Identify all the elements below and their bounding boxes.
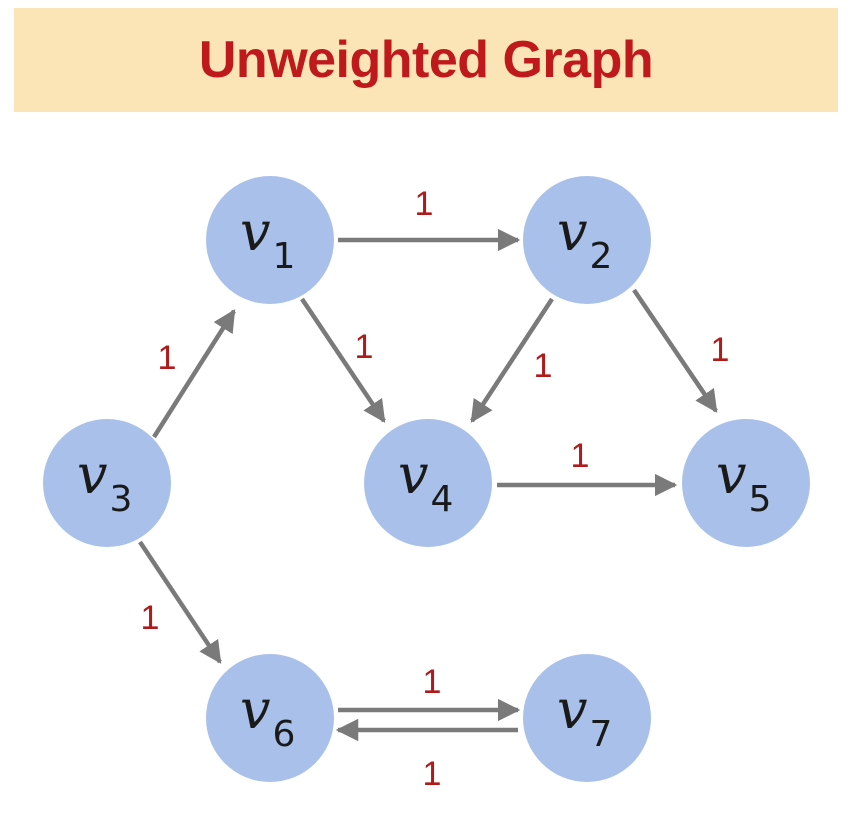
node-index: 4 bbox=[431, 479, 454, 520]
edge-weight-v2-v5: 1 bbox=[711, 331, 730, 369]
edge-v2-v4 bbox=[470, 297, 554, 423]
title-banner: Unweighted Graph bbox=[14, 8, 838, 112]
node-v1: v1 bbox=[206, 176, 334, 304]
node-label-v2: v2 bbox=[557, 200, 612, 277]
edge-weight-v1-v2: 1 bbox=[415, 185, 434, 223]
edge-v1-v4 bbox=[300, 297, 386, 423]
node-letter: v bbox=[240, 678, 271, 741]
node-letter: v bbox=[398, 443, 429, 506]
node-index: 6 bbox=[273, 714, 296, 755]
node-circle-v2 bbox=[523, 176, 651, 304]
edge-weight-v3-v1: 1 bbox=[158, 339, 177, 377]
node-circle-v5 bbox=[682, 419, 810, 547]
node-letter: v bbox=[557, 200, 588, 263]
edge-weight-v6-v7: 1 bbox=[423, 663, 442, 701]
node-index: 2 bbox=[590, 236, 613, 277]
node-index: 7 bbox=[590, 714, 613, 755]
node-index: 1 bbox=[273, 236, 296, 277]
edge-weight-v3-v6: 1 bbox=[141, 599, 160, 637]
edge-weight-v2-v4: 1 bbox=[534, 347, 553, 385]
node-index: 5 bbox=[749, 479, 772, 520]
node-label-v5: v5 bbox=[716, 443, 771, 520]
node-letter: v bbox=[240, 200, 271, 263]
node-v6: v6 bbox=[206, 654, 334, 782]
page-title: Unweighted Graph bbox=[198, 31, 654, 89]
edge-weight-v4-v5: 1 bbox=[571, 437, 590, 475]
node-letter: v bbox=[77, 443, 108, 506]
node-label-v6: v6 bbox=[240, 678, 295, 755]
node-v4: v4 bbox=[364, 419, 492, 547]
edge-v3-v6 bbox=[138, 540, 222, 664]
edge-weight-v1-v4: 1 bbox=[355, 328, 374, 366]
node-index: 3 bbox=[110, 479, 133, 520]
node-circle-v4 bbox=[364, 419, 492, 547]
node-circle-v7 bbox=[523, 654, 651, 782]
edge-v3-v1 bbox=[152, 309, 236, 439]
node-circle-v3 bbox=[43, 419, 171, 547]
node-v3: v3 bbox=[43, 419, 171, 547]
node-v5: v5 bbox=[682, 419, 810, 547]
edge-v2-v5 bbox=[632, 288, 718, 413]
node-v2: v2 bbox=[523, 176, 651, 304]
node-label-v3: v3 bbox=[77, 443, 132, 520]
node-letter: v bbox=[557, 678, 588, 741]
node-circle-v1 bbox=[206, 176, 334, 304]
node-circle-v6 bbox=[206, 654, 334, 782]
edge-weight-v7-v6: 1 bbox=[423, 755, 442, 793]
node-label-v1: v1 bbox=[240, 200, 295, 277]
node-label-v7: v7 bbox=[557, 678, 612, 755]
node-label-v4: v4 bbox=[398, 443, 453, 520]
node-letter: v bbox=[716, 443, 747, 506]
node-v7: v7 bbox=[523, 654, 651, 782]
